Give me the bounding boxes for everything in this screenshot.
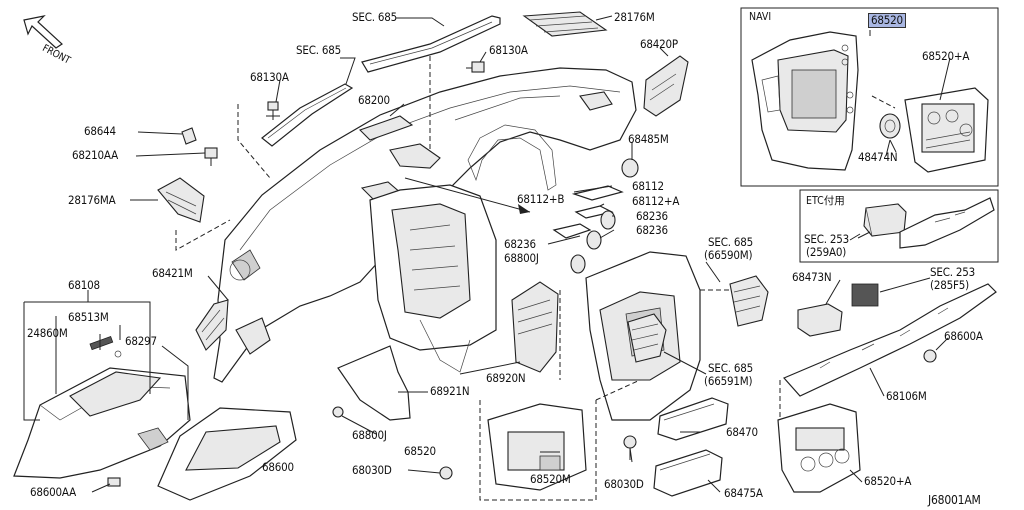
vent-66590m-art (729, 275, 769, 327)
label-68200: 68200 (358, 93, 390, 107)
vents-68112-art (552, 185, 624, 239)
label-68112: 68112 (632, 179, 664, 193)
part-48474n-art (871, 95, 901, 153)
label-66591m: (66591M) (704, 374, 753, 388)
fastener-68130a-right-art (466, 61, 485, 73)
label-sec253-285f5: SEC. 253 (930, 265, 976, 279)
label-28176ma: 28176MA (68, 193, 116, 207)
etc-box-title: ETC付用 (806, 195, 845, 207)
glove-compartment-68600-art (157, 407, 297, 501)
bracket-68920n-art (511, 281, 559, 373)
label-68236-b: 68236 (636, 223, 668, 237)
fastener-68600aa-art (107, 477, 121, 487)
label-68520: 68520 (404, 444, 436, 458)
label-68112-b: 68112+B (517, 192, 565, 206)
label-68030d-right: 68030D (604, 477, 644, 491)
leader-lines (23, 15, 951, 493)
label-68108: 68108 (68, 278, 100, 292)
label-68236-a: 68236 (636, 209, 668, 223)
label-68800j-upper: 68800J (504, 251, 539, 265)
label-68475a: 68475A (724, 486, 763, 500)
part-285f5-art (851, 283, 879, 307)
label-sec685-top: SEC. 685 (352, 10, 398, 24)
label-259a0: (259A0) (806, 245, 847, 259)
label-68030d-left: 68030D (352, 463, 392, 477)
ring-68485m-art (621, 158, 639, 178)
label-68800j-lower: 68800J (352, 428, 387, 442)
label-68106m: 68106M (886, 389, 927, 403)
grill-28176ma-art (157, 177, 205, 223)
vent-68420p-art (643, 55, 689, 117)
tray-68470-art (657, 397, 729, 441)
label-68520a-lower: 68520+A (864, 474, 912, 488)
label-68600: 68600 (262, 460, 294, 474)
bolt-68600a-art (923, 349, 937, 363)
navi-control-unit-art (904, 87, 989, 173)
navi-inset-box (740, 7, 999, 187)
label-sec685-66591m: SEC. 685 (708, 361, 754, 375)
label-68297: 68297 (125, 334, 157, 348)
fastener-68130a-left-art (266, 101, 280, 120)
front-arrow-art (23, 15, 63, 49)
label-68130a-right: 68130A (489, 43, 528, 57)
cluster-68520a-lower-art (777, 403, 861, 493)
label-66590m: (66590M) (704, 248, 753, 262)
navi-cluster-panel-art (751, 31, 859, 171)
label-68600a: 68600A (944, 329, 983, 343)
label-68513m: 68513M (68, 310, 109, 324)
label-68520-navi: 68520 (868, 13, 906, 28)
label-68421m: 68421M (152, 266, 193, 280)
label-68473n: 68473N (792, 270, 832, 284)
label-68920n: 68920N (486, 371, 526, 385)
label-68921n: 68921N (430, 384, 470, 398)
bolt-68210aa-art (204, 147, 218, 166)
label-285f5: (285F5) (930, 278, 969, 292)
part-68473n-art (797, 303, 843, 337)
navi-box-title: NAVI (749, 11, 772, 23)
label-sec685-upper: SEC. 685 (296, 43, 342, 57)
pocket-68520-lower-art (487, 403, 587, 491)
label-68520a-navi: 68520+A (922, 49, 970, 63)
label-68470: 68470 (726, 425, 758, 439)
instrument-panel-art (213, 11, 637, 383)
label-68236-c: 68236 (504, 237, 536, 251)
label-68644: 68644 (84, 124, 116, 138)
label-48474n: 48474N (858, 150, 898, 164)
box-68475a-art (653, 449, 723, 497)
label-68112-a: 68112+A (632, 194, 680, 208)
label-sec685-66590m: SEC. 685 (708, 235, 754, 249)
label-68210aa: 68210AA (72, 148, 118, 162)
bracket-68106m-art (782, 283, 997, 397)
trim-68921n-art (332, 345, 411, 421)
clip-68644-art (181, 127, 197, 145)
label-24860m: 24860M (27, 326, 68, 340)
label-68420p: 68420P (640, 37, 678, 51)
etc-unit-art (857, 197, 995, 249)
label-68600aa: 68600AA (30, 485, 76, 499)
lower-center-enclosure (479, 400, 597, 501)
label-68485m: 68485M (628, 132, 669, 146)
vent-66591m-art (627, 313, 667, 363)
label-68130a-left: 68130A (250, 70, 289, 84)
etc-inset-box (799, 189, 999, 263)
label-28176m: 28176M (614, 10, 655, 24)
label-sec253-259a0: SEC. 253 (804, 232, 850, 246)
vent-68421m-art (195, 299, 229, 351)
label-68520m: 68520M (530, 472, 571, 486)
rings-68236-art (570, 210, 616, 274)
diagram-code: J68001AM (928, 493, 981, 507)
glove-box-68108-art (13, 335, 191, 479)
fastener-68030d-left-art (439, 466, 453, 480)
